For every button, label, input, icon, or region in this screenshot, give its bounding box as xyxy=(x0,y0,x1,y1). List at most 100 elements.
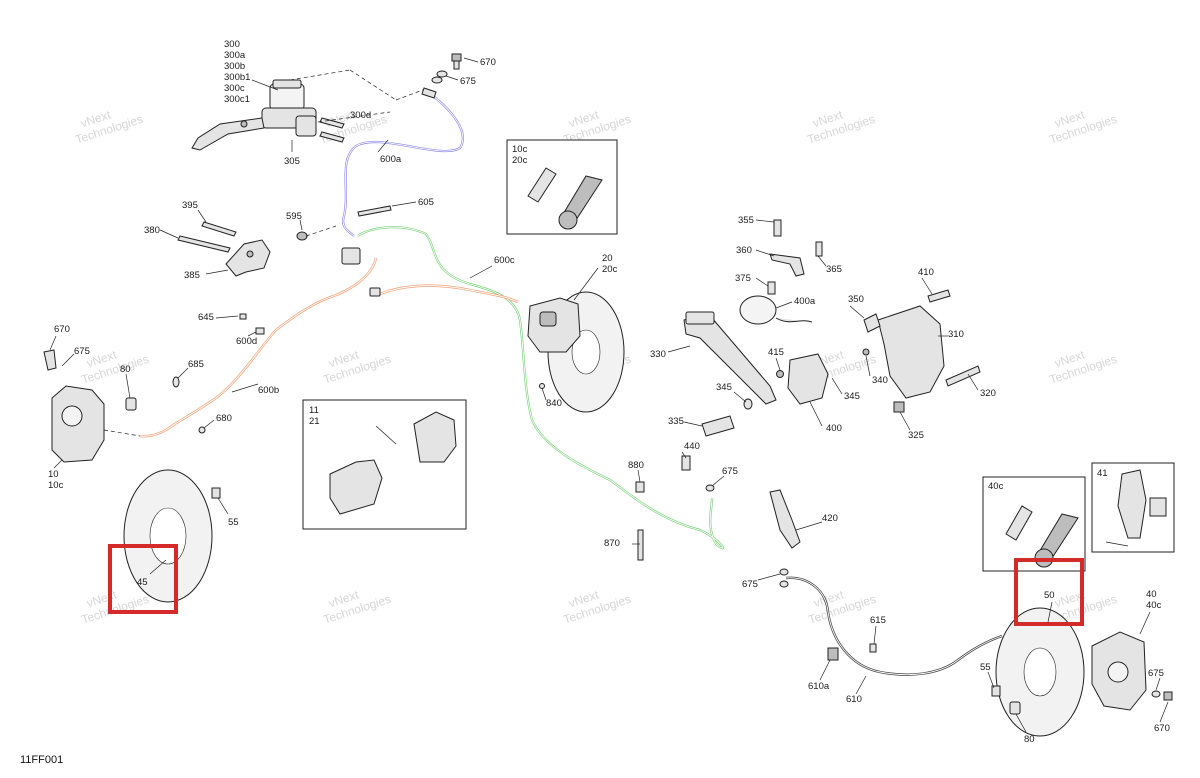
hose-600b-inner xyxy=(139,257,377,437)
leader xyxy=(177,367,189,379)
lever-pivot xyxy=(240,120,248,128)
clip-685 xyxy=(172,376,180,388)
callout-365: 365 xyxy=(826,264,842,275)
leader xyxy=(795,521,823,531)
callout-680: 680 xyxy=(216,413,232,424)
callout-440: 440 xyxy=(684,441,700,452)
leader xyxy=(855,675,867,695)
leader xyxy=(809,401,823,427)
leader xyxy=(711,475,725,487)
leader xyxy=(573,267,599,301)
inset-box xyxy=(302,399,467,530)
bolt-645 xyxy=(239,313,247,320)
callout-345: 345 xyxy=(844,391,860,402)
fitting-615 xyxy=(869,643,877,653)
leader xyxy=(391,201,417,207)
inset-pads-front: 11 21 xyxy=(302,399,467,530)
leader xyxy=(125,373,131,399)
leader xyxy=(1155,677,1161,691)
callout-310: 310 xyxy=(948,329,964,340)
leader xyxy=(61,353,75,367)
spring-350 xyxy=(863,313,881,333)
disc-hub xyxy=(149,507,187,565)
leader xyxy=(53,459,63,469)
bolt-300d xyxy=(319,131,345,143)
leader xyxy=(247,331,257,337)
leader xyxy=(1015,713,1027,733)
guide-line xyxy=(305,225,337,237)
inset-label: 21 xyxy=(309,416,320,427)
callout-600d: 600d xyxy=(236,336,257,347)
bolt-355 xyxy=(773,219,782,237)
fitting-600d xyxy=(255,327,265,335)
bleeder-670-rear xyxy=(1163,691,1173,701)
callout-600b: 600b xyxy=(258,385,279,396)
leader xyxy=(817,255,827,267)
inset-bleeder-front: 10c 20c xyxy=(506,139,618,235)
leader xyxy=(203,419,215,429)
callout-320: 320 xyxy=(980,388,996,399)
leader xyxy=(205,269,229,275)
leader xyxy=(865,355,871,377)
hose-600b-branch-inner xyxy=(379,285,519,303)
callout-600c: 600c xyxy=(494,255,515,266)
callout-610a: 610a xyxy=(808,681,830,692)
guide-line xyxy=(103,429,141,437)
junction-block-assembly xyxy=(296,205,392,297)
callout-670: 670 xyxy=(54,324,70,335)
leader xyxy=(987,671,995,689)
inset-pads-rear: 41 xyxy=(1091,462,1175,553)
callout-300d: 300d xyxy=(350,110,371,121)
highlight-box-part-45 xyxy=(108,544,178,614)
clip-680 xyxy=(198,426,206,434)
callout-300: 300 xyxy=(224,39,240,50)
bolt-380 xyxy=(177,235,231,253)
callout-675: 675 xyxy=(742,579,758,590)
leader xyxy=(733,391,747,403)
leader xyxy=(299,219,303,231)
callout-645: 645 xyxy=(198,312,214,323)
leader xyxy=(775,357,781,371)
inset-label: 41 xyxy=(1097,468,1108,479)
bolt-610a xyxy=(827,647,839,661)
leader xyxy=(1139,611,1151,635)
leader xyxy=(757,573,781,581)
front-left-brake xyxy=(43,313,265,463)
bleeder-cap-ring xyxy=(558,210,578,230)
bracket-385-assembly xyxy=(177,221,271,277)
washer-675 xyxy=(436,70,448,78)
leader xyxy=(159,229,179,239)
caliper-piston xyxy=(61,405,83,427)
leader xyxy=(755,277,769,287)
callout-360: 360 xyxy=(736,245,752,256)
front-master-cylinder xyxy=(191,69,429,151)
callout-340: 340 xyxy=(872,375,888,386)
callout-670: 670 xyxy=(1154,723,1170,734)
rear-brake xyxy=(827,607,1173,737)
inset-label: 40c xyxy=(988,481,1004,492)
bolt-395 xyxy=(201,221,237,237)
callout-300a: 300a xyxy=(224,50,246,61)
bracket-360 xyxy=(769,253,805,277)
callout-675: 675 xyxy=(460,76,476,87)
callout-20: 20 xyxy=(602,253,613,264)
inset-label: 11 xyxy=(309,405,319,416)
callout-55: 55 xyxy=(980,662,991,673)
leader-lines xyxy=(49,57,1169,733)
pad-rear-plate xyxy=(1149,497,1167,517)
pad-pin xyxy=(1105,541,1129,547)
bolt-80-front xyxy=(125,397,137,411)
callout-675: 675 xyxy=(722,466,738,477)
inset-label: 10c xyxy=(512,144,528,155)
leader xyxy=(463,57,479,63)
leader xyxy=(217,497,229,515)
nut-340 xyxy=(862,348,870,356)
leader xyxy=(469,265,493,279)
callout-605: 605 xyxy=(418,197,434,208)
guide-line xyxy=(395,87,429,101)
guide-line xyxy=(349,69,397,101)
bolt-80-rear xyxy=(1009,701,1021,715)
nut-325 xyxy=(893,401,905,413)
callout-80: 80 xyxy=(120,364,131,375)
leader xyxy=(873,625,877,645)
